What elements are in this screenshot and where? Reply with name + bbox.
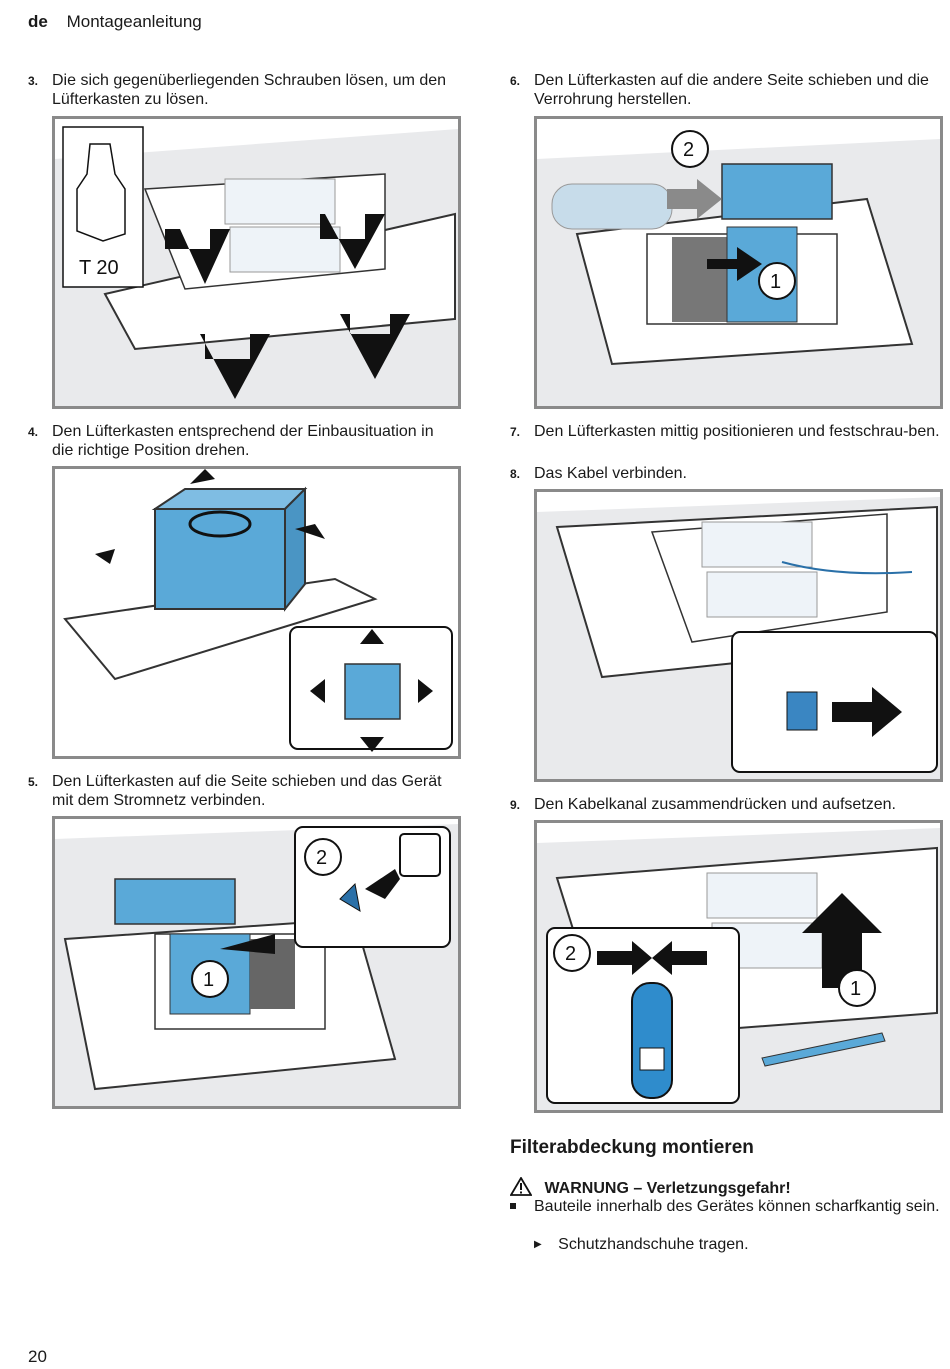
figure-step-9: 1 2 — [534, 820, 943, 1113]
language-code: de — [28, 12, 48, 31]
callout-1-marker — [191, 960, 229, 998]
svg-text:1: 1 — [850, 978, 861, 1000]
svg-text:1: 1 — [770, 271, 781, 293]
bullet-square-icon — [510, 1203, 516, 1209]
warning-bullet: Bauteile innerhalb des Gerätes können sc… — [510, 1197, 940, 1216]
torx-bit-icon — [76, 143, 126, 242]
warning-triangle-icon — [509, 1176, 533, 1196]
section-title: Filterabdeckung montieren — [510, 1137, 754, 1158]
connector-plug-icon — [786, 691, 818, 731]
warning-heading: WARNUNG – Verletzungsgefahr! — [509, 1176, 791, 1198]
svg-text:2: 2 — [565, 943, 576, 965]
document-title: Montageanleitung — [66, 12, 202, 31]
figure-step-4 — [52, 466, 461, 759]
svg-text:1: 1 — [203, 969, 214, 991]
action-arrow-icon: ▶ — [534, 1239, 542, 1250]
cable-channel-icon — [761, 1032, 886, 1067]
figure-step-8 — [534, 489, 943, 782]
figure-step-5: 1 2 — [52, 816, 461, 1109]
step-7: 7. Den Lüfterkasten mittig positionieren… — [510, 423, 940, 440]
wall-socket-icon — [399, 833, 441, 877]
figure-step-6: 1 2 — [534, 116, 943, 409]
illustration-cable-channel: 1 2 — [537, 828, 940, 1110]
step-5: 5. Den Lüfterkasten auf die Seite schieb… — [28, 773, 442, 809]
step-9: 9. Den Kabelkanal zusammendrücken und au… — [510, 796, 896, 813]
illustration-connect-power: 1 2 — [55, 824, 458, 1106]
illustration-connect-cable — [537, 497, 940, 779]
svg-text:2: 2 — [316, 847, 327, 869]
step-4: 4. Den Lüfterkasten entsprechend der Ein… — [28, 423, 434, 459]
page-header: de Montageanleitung — [28, 12, 202, 32]
svg-text:2: 2 — [683, 139, 694, 161]
page-number: 20 — [28, 1347, 47, 1366]
torx-size-label: T 20 — [79, 257, 119, 279]
step-8: 8. Das Kabel verbinden. — [510, 465, 687, 482]
warning-action: ▶ Schutzhandschuhe tragen. — [534, 1236, 749, 1253]
callout-2-marker — [304, 838, 342, 876]
illustration-rotate-fan-box — [63, 469, 453, 752]
step-3: 3. Die sich gegenüberliegenden Schrauben… — [28, 72, 447, 108]
figure-step-3: T 20 — [52, 116, 461, 409]
step-6: 6. Den Lüfterkasten auf die andere Seite… — [510, 72, 929, 108]
duct-pipe-icon — [551, 183, 673, 230]
illustration-ducting: 1 2 — [537, 130, 940, 406]
lock-icon — [639, 1047, 665, 1071]
warning-title: WARNUNG – Verletzungsgefahr! — [544, 1180, 791, 1197]
illustration-loosen-screws: T 20 — [55, 126, 458, 406]
